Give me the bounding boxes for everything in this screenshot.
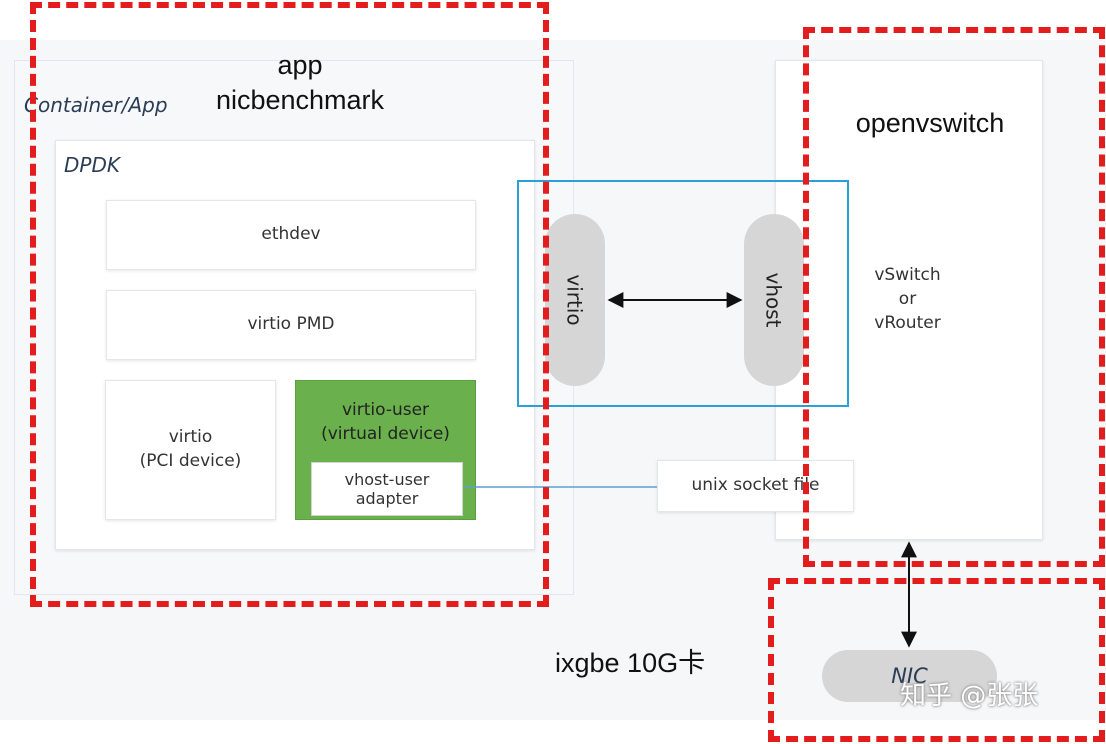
vhost-pill: vhost <box>744 214 804 386</box>
virtio-user-label: virtio-user (virtual device) <box>321 400 450 444</box>
vhost-user-adapter-block: vhost-user adapter <box>311 462 463 516</box>
container-app-label: Container/App <box>24 93 168 117</box>
unix-socket-file-block: unix socket file <box>657 460 854 512</box>
app-title: app <box>277 50 323 80</box>
virtio-vhost-frame <box>517 180 849 407</box>
dpdk-label: DPDK <box>64 153 120 177</box>
openvswitch-title: openvswitch <box>855 108 1005 138</box>
app-highlight-box <box>30 2 549 607</box>
virtio-pill: virtio <box>545 214 605 386</box>
virtio-pci-device-block: virtio (PCI device) <box>105 380 276 520</box>
nic-pill-label: NIC <box>891 664 928 688</box>
vswitch-vrouter-label: vSwitch or vRouter <box>874 265 941 333</box>
app-label: app nicbenchmark <box>200 48 400 118</box>
nic-pill: NIC <box>822 650 997 702</box>
zhihu-watermark: 知乎 @张张 <box>900 681 1039 711</box>
ethdev-block: ethdev <box>106 200 476 270</box>
nic-highlight-box <box>768 578 1105 742</box>
openvswitch-highlight-box <box>803 27 1105 567</box>
app-name: nicbenchmark <box>215 85 385 116</box>
virtio-pmd-block: virtio PMD <box>106 290 476 360</box>
ixgbe-nic-label: ixgbe 10G卡 <box>555 648 706 678</box>
